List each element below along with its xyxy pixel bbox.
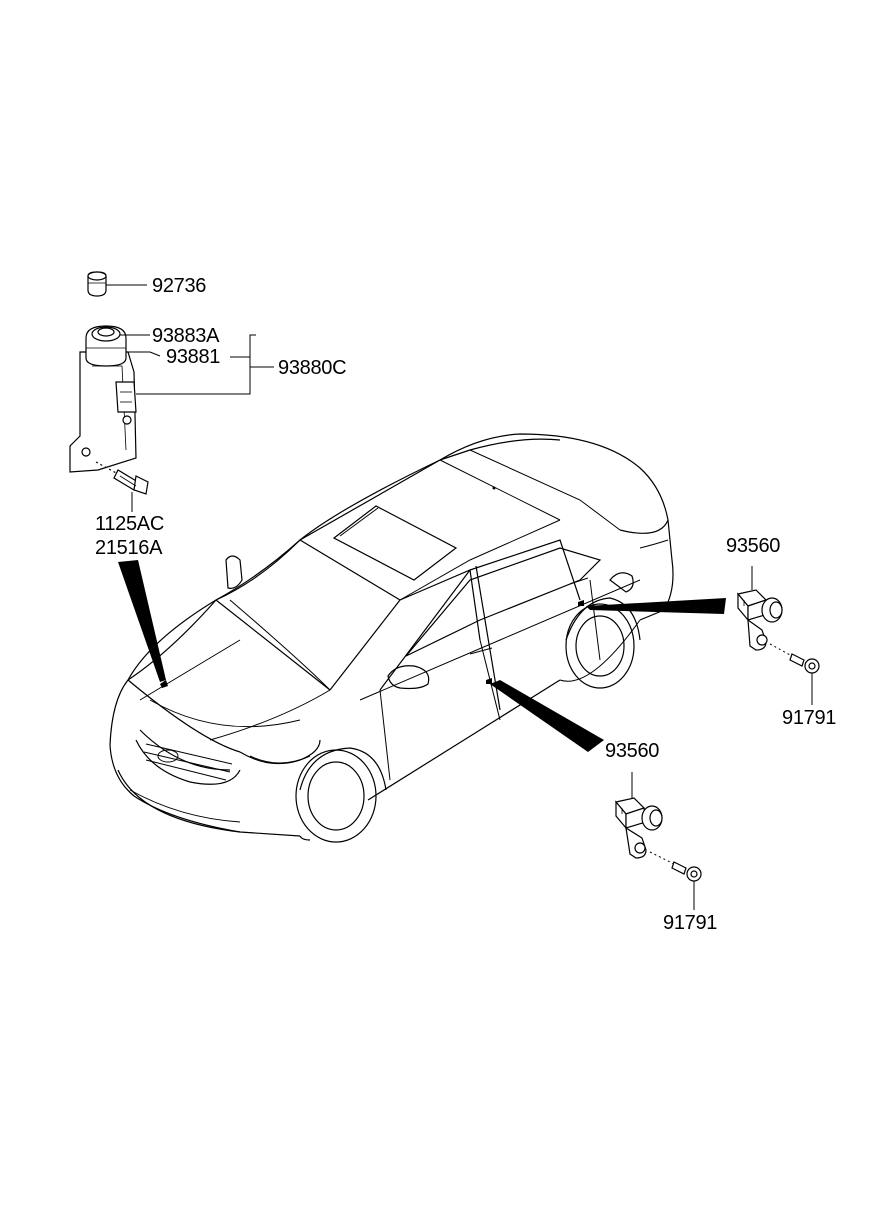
pointer-rear-door xyxy=(586,598,726,614)
label-91791-front[interactable]: 91791 xyxy=(663,912,718,934)
label-1125ac[interactable]: 1125AC xyxy=(95,513,164,535)
pointer-hood xyxy=(118,560,166,682)
door-switch-rear-part xyxy=(736,589,783,651)
door-switch-front-part xyxy=(614,797,663,859)
cap-92736-part xyxy=(87,271,107,297)
label-93881[interactable]: 93881 xyxy=(166,346,221,368)
label-21516a[interactable]: 21516A xyxy=(95,537,163,559)
car-illustration xyxy=(109,433,674,843)
label-93560-front[interactable]: 93560 xyxy=(605,740,660,762)
screw-91791-front-part xyxy=(649,851,702,882)
bracket-93880c xyxy=(136,334,256,395)
hood-switch-assembly-part xyxy=(69,325,137,473)
label-93560-rear[interactable]: 93560 xyxy=(726,535,781,557)
label-93883a[interactable]: 93883A xyxy=(152,325,220,347)
label-92736[interactable]: 92736 xyxy=(152,275,207,297)
label-93880c[interactable]: 93880C xyxy=(278,357,347,379)
bolt-1125ac-part xyxy=(95,461,149,495)
label-91791-rear[interactable]: 91791 xyxy=(782,707,837,729)
pointer-front-door xyxy=(490,680,604,752)
screw-91791-rear-part xyxy=(769,643,820,674)
leader-93881-b xyxy=(149,351,161,357)
